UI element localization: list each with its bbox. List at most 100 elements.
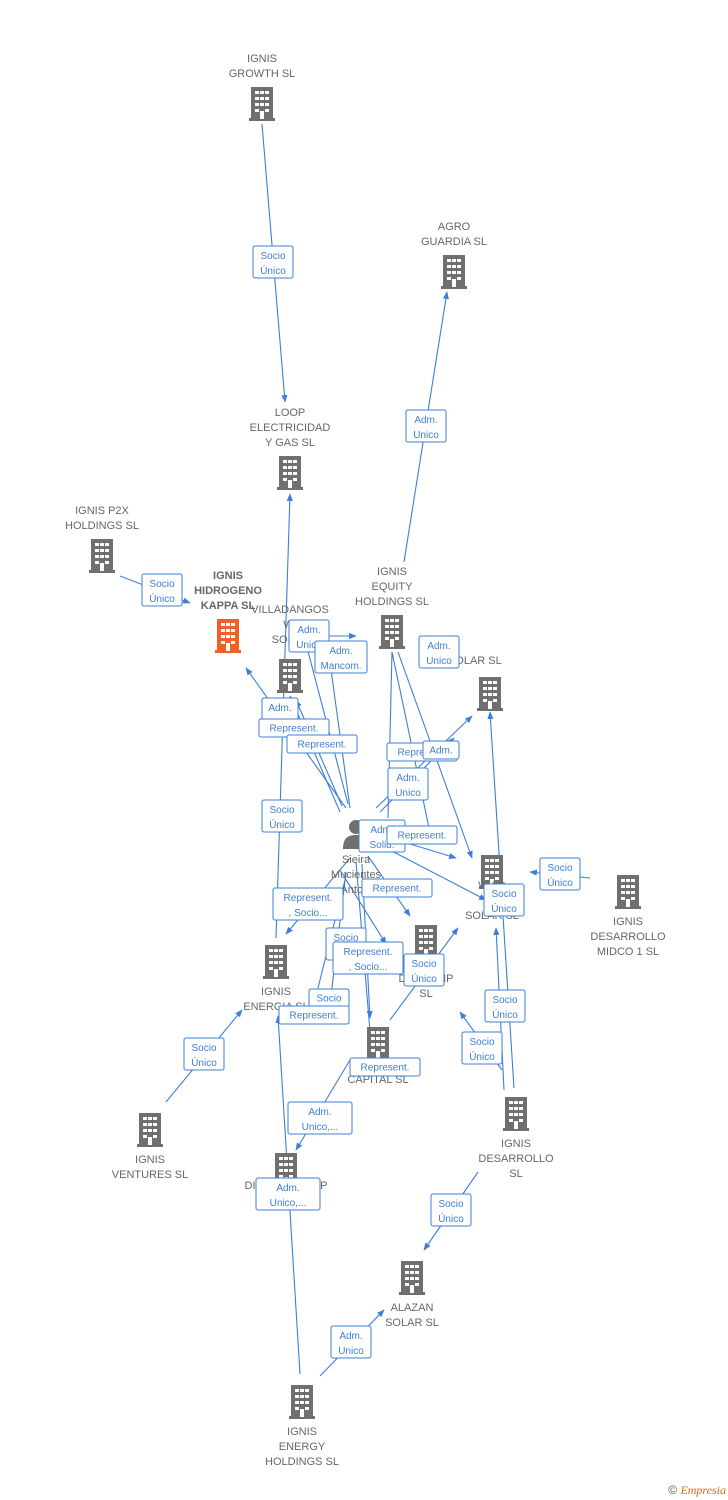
edge-label-person-to-villa[interactable]: Represent.	[258, 718, 330, 738]
edge-label-box	[330, 1325, 372, 1359]
node-capital[interactable]: CAPITAL SL	[347, 1027, 409, 1086]
edge-label-box	[314, 640, 368, 674]
edge-label-text: , Socio...	[349, 962, 388, 973]
building-icon	[89, 539, 115, 573]
edge-label-capital-to-dir2[interactable]: Adm.Unico,...	[287, 1101, 353, 1135]
edge-label-text: Socio	[491, 889, 516, 900]
edge-label-box	[387, 767, 429, 801]
edge-label-energy-to-alazan[interactable]: Adm.Unico	[330, 1325, 372, 1359]
edge-label-text: Socio	[469, 1037, 494, 1048]
edge-label-equity-to-dzsolar[interactable]: Adm.Unico	[418, 635, 460, 669]
edge-label-person-to-dzsolar[interactable]: Adm.	[422, 740, 460, 760]
node-label-line: SL	[419, 988, 432, 1000]
edge-label-text: Represent.	[373, 884, 422, 895]
edge-label-text: Unico,...	[270, 1198, 307, 1209]
node-label-line: HOLDINGS SL	[65, 520, 139, 532]
edge-label-text: Único	[438, 1212, 464, 1225]
node-label-line: Y GAS SL	[265, 437, 315, 449]
edge-label-text: Represent.	[361, 1063, 410, 1074]
edge-person-to-capital[interactable]	[339, 869, 387, 945]
edge-label-box	[483, 883, 525, 917]
edge-label-text: , Socio...	[289, 908, 328, 919]
node-label-line: ALAZAN	[391, 1302, 434, 1314]
building-icon	[615, 875, 641, 909]
edge-label-box	[403, 953, 445, 987]
edge-label-person-to-dzsolar[interactable]: Adm.Unico	[387, 767, 429, 801]
edge-label-text: Adm.	[308, 1107, 331, 1118]
edge-label-person-to-capital[interactable]: Represent., Socio...	[332, 941, 404, 975]
node-label-line: IGNIS	[613, 916, 643, 928]
node-label-line: HIDROGENO	[194, 585, 262, 597]
node-label-line: HOLDINGS SL	[265, 1456, 339, 1468]
node-label-line: VILLADANGOS	[251, 604, 329, 616]
building-icon	[379, 615, 405, 649]
edge-label-box	[332, 941, 404, 975]
edge-label-text: Socio	[438, 1199, 463, 1210]
edge-label-box	[418, 635, 460, 669]
edge-label-equity-to-agro[interactable]: Adm.Unico	[405, 409, 447, 443]
edge-label-box	[141, 573, 183, 607]
edge-label-box	[349, 1057, 421, 1077]
edge-label-text: Único	[191, 1056, 217, 1069]
edge-label-text: Socio	[492, 995, 517, 1006]
edge-label-text: Solid.	[369, 840, 394, 851]
node-label-line: IGNIS P2X	[75, 505, 129, 517]
node-label-line: LOOP	[275, 407, 306, 419]
edge-label-text: Represent.	[270, 724, 319, 735]
edge-label-text: Adm.	[370, 825, 393, 836]
building-icon	[249, 87, 275, 121]
edge-label-person-to-dirga[interactable]: Represent.	[361, 878, 433, 898]
edge-label-person-to-villa[interactable]: Adm.Mancom.	[314, 640, 368, 674]
edge-label-text: Socio	[269, 805, 294, 816]
edge-label-person-to-villa[interactable]: Represent.	[286, 734, 358, 754]
edge-label-box	[287, 1101, 353, 1135]
edge-label-text: Unico	[338, 1346, 364, 1357]
edge-label-energy-to-energia[interactable]: Adm.Unico,...	[255, 1177, 321, 1211]
node-p2x[interactable]: IGNIS P2X HOLDINGS SL	[65, 505, 139, 573]
edge-label-text: Único	[492, 1008, 518, 1021]
edge-person-to-valde[interactable]	[385, 847, 487, 901]
edge-label-person-to-energia[interactable]: Represent., Socio...	[272, 887, 344, 921]
edge-label-box	[405, 409, 447, 443]
building-icon	[215, 619, 241, 653]
edge-label-text: Socio	[316, 994, 341, 1005]
edge-label-text: Socio	[333, 933, 358, 944]
node-label-line: AGRO	[438, 221, 471, 233]
edge-label-text: Represent.	[290, 1011, 339, 1022]
edge-label-person-to-valde[interactable]: Represent.	[386, 825, 458, 845]
edge-label-person-to-capital[interactable]: Represent.	[349, 1057, 421, 1077]
edge-label-person-to-energia[interactable]: Socio	[308, 988, 350, 1008]
edge-label-text: Adm.	[329, 646, 352, 657]
node-label-line: EQUITY	[372, 581, 414, 593]
node-label-line: KAPPA SL	[201, 600, 256, 612]
edge-label-person-to-energia[interactable]: Represent.	[278, 1005, 350, 1025]
footer-brand[interactable]: © Empresia	[668, 1483, 726, 1498]
node-label-line: IGNIS	[287, 1426, 317, 1438]
